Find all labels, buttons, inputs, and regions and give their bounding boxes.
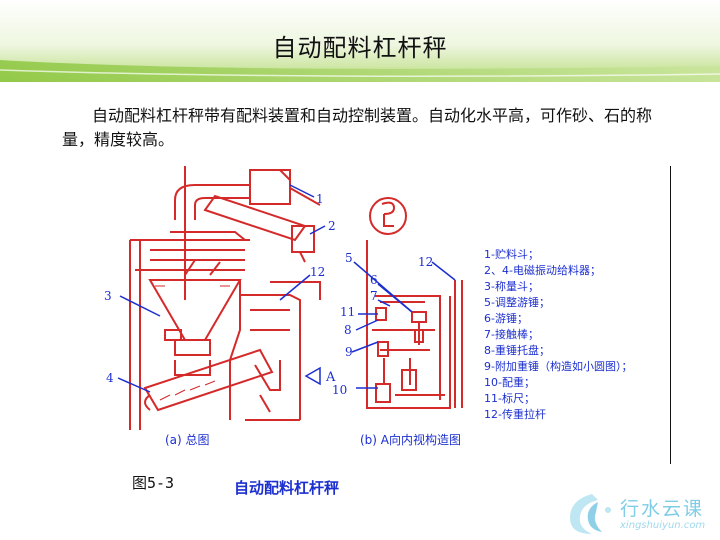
callout-7: 7 xyxy=(370,289,378,303)
internal-view-drawing xyxy=(366,240,463,409)
weight-detail-circle xyxy=(369,197,407,235)
legend-item: 2、4-电磁振动给料器； xyxy=(484,263,601,277)
legend-item: 12-传重拉杆 xyxy=(484,407,546,421)
brand-logo-icon xyxy=(570,494,611,534)
callout-2: 2 xyxy=(328,219,336,233)
callout-5: 5 xyxy=(345,251,353,265)
page-title: 自动配料杠杆秤 xyxy=(272,34,448,62)
view-marker-a xyxy=(304,366,321,386)
brand-url: xingshuiyun.com xyxy=(620,520,706,531)
figure-title: 自动配料杠杆秤 xyxy=(234,479,340,497)
callout-10: 10 xyxy=(332,383,347,397)
header-gradient xyxy=(0,0,720,82)
callout-11: 11 xyxy=(340,305,355,319)
leader-lines-a xyxy=(117,184,326,393)
callout-8: 8 xyxy=(344,323,352,337)
callout-3: 3 xyxy=(104,289,112,303)
callout-12a: 12 xyxy=(310,265,325,279)
figure-number: 图5-3 xyxy=(132,474,175,492)
sub-captions: (a) 总图 (b) A向内视构造图 xyxy=(165,432,461,447)
callout-1: 1 xyxy=(316,192,324,206)
legend-item: 1-贮料斗； xyxy=(484,247,539,261)
callout-6: 6 xyxy=(370,273,378,287)
legend-item: 3-称量斗； xyxy=(484,279,539,293)
intro-paragraph: 自动配料杠杆秤带有配料装置和自动控制装置。自动化水平高，可作砂、石的称量，精度较… xyxy=(62,106,653,149)
legend-item: 9-附加重锤（构造如小圆图）； xyxy=(484,359,632,373)
legend-item: 7-接触棒； xyxy=(484,327,539,341)
legend-item: 8-重锤托盘； xyxy=(484,343,550,357)
callout-labels-a: 1 2 3 4 12 A xyxy=(104,192,336,385)
legend: 1-贮料斗； 2、4-电磁振动给料器； 3-称量斗； 5-调整游锤； 6-游锤；… xyxy=(484,247,632,421)
callout-labels-b: 5 6 7 11 8 9 10 12 xyxy=(332,251,433,397)
header-band xyxy=(0,0,720,82)
view-marker-label: A xyxy=(325,370,336,385)
callout-12b: 12 xyxy=(418,255,433,269)
vertical-rule xyxy=(670,166,671,464)
legend-item: 10-配重； xyxy=(484,375,535,389)
callout-9: 9 xyxy=(345,345,353,359)
legend-item: 11-标尺； xyxy=(484,391,535,405)
subcaption-a: (a) 总图 xyxy=(165,433,210,447)
leader-lines-b xyxy=(351,261,456,389)
overview-drawing xyxy=(129,166,321,430)
subcaption-b: (b) A向内视构造图 xyxy=(360,432,461,447)
brand-name: 行水云课 xyxy=(620,498,705,520)
callout-4: 4 xyxy=(106,371,114,385)
hatching xyxy=(155,285,230,401)
legend-item: 6-游锤； xyxy=(484,311,528,325)
legend-item: 5-调整游锤； xyxy=(484,295,550,309)
